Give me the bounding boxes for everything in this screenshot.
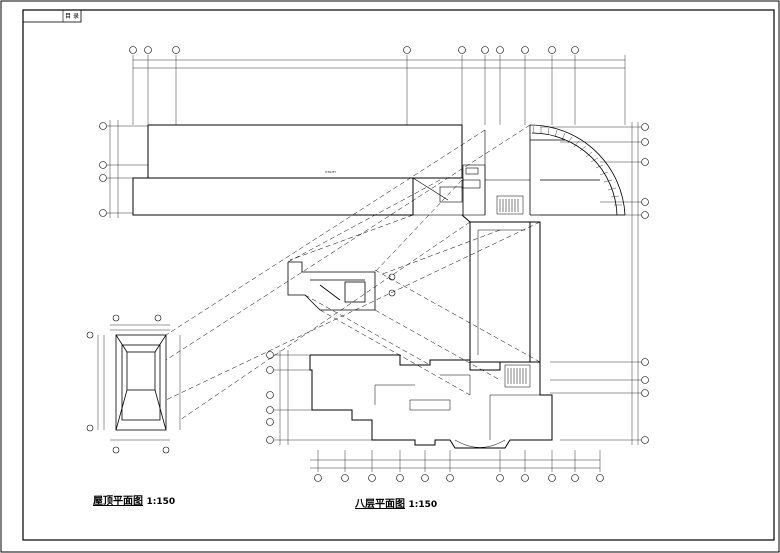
lower-plan-outline — [309, 354, 553, 449]
roof-plan-title: 屋顶平面图 1:150 — [93, 492, 175, 507]
stair-lower — [504, 364, 531, 388]
floor-plan-scale: 1:150 — [408, 500, 438, 510]
title-block-frame — [22, 9, 82, 23]
bottom-dimension-lines — [310, 450, 601, 472]
right-grid-bubbles — [641, 123, 649, 444]
floor-plan-title: 八层平面图 1:150 — [355, 495, 437, 510]
left-grid-bubbles — [99, 122, 107, 217]
top-dimension-lines — [132, 55, 626, 125]
lower-plan-rooms — [374, 374, 540, 448]
bottom-grid-bubbles — [314, 474, 604, 482]
left-dimension-lines — [107, 120, 148, 218]
room-label-1: UTILITY — [325, 170, 336, 174]
curved-corner-block — [529, 124, 626, 216]
top-grid-bubbles — [129, 46, 579, 54]
inner-border — [22, 9, 775, 541]
lower-left-grid-bubbles — [266, 351, 274, 444]
top-wing-walls — [132, 124, 463, 216]
roof-dimension-lines — [97, 324, 181, 441]
curved-corner-hatch — [532, 125, 622, 206]
floor-plan-title-text: 八层平面图 — [355, 499, 405, 510]
middle-small-plan — [287, 261, 376, 311]
middle-grid-bubbles — [388, 273, 396, 297]
title-block-text: 目 录 — [65, 13, 79, 20]
roof-plan — [115, 334, 167, 431]
roof-plan-scale: 1:150 — [146, 497, 176, 507]
roof-plan-title-text: 屋顶平面图 — [93, 496, 143, 507]
projection-dashed-lines — [165, 124, 541, 421]
lower-left-dimension-lines — [274, 350, 372, 445]
roof-grid-bubbles — [86, 314, 170, 454]
vertical-wing-inner — [477, 229, 525, 355]
top-wing-rooms — [412, 130, 530, 216]
vertical-wing-walls — [461, 214, 541, 363]
right-dimension-lines — [540, 122, 641, 445]
stair-top — [496, 195, 524, 215]
